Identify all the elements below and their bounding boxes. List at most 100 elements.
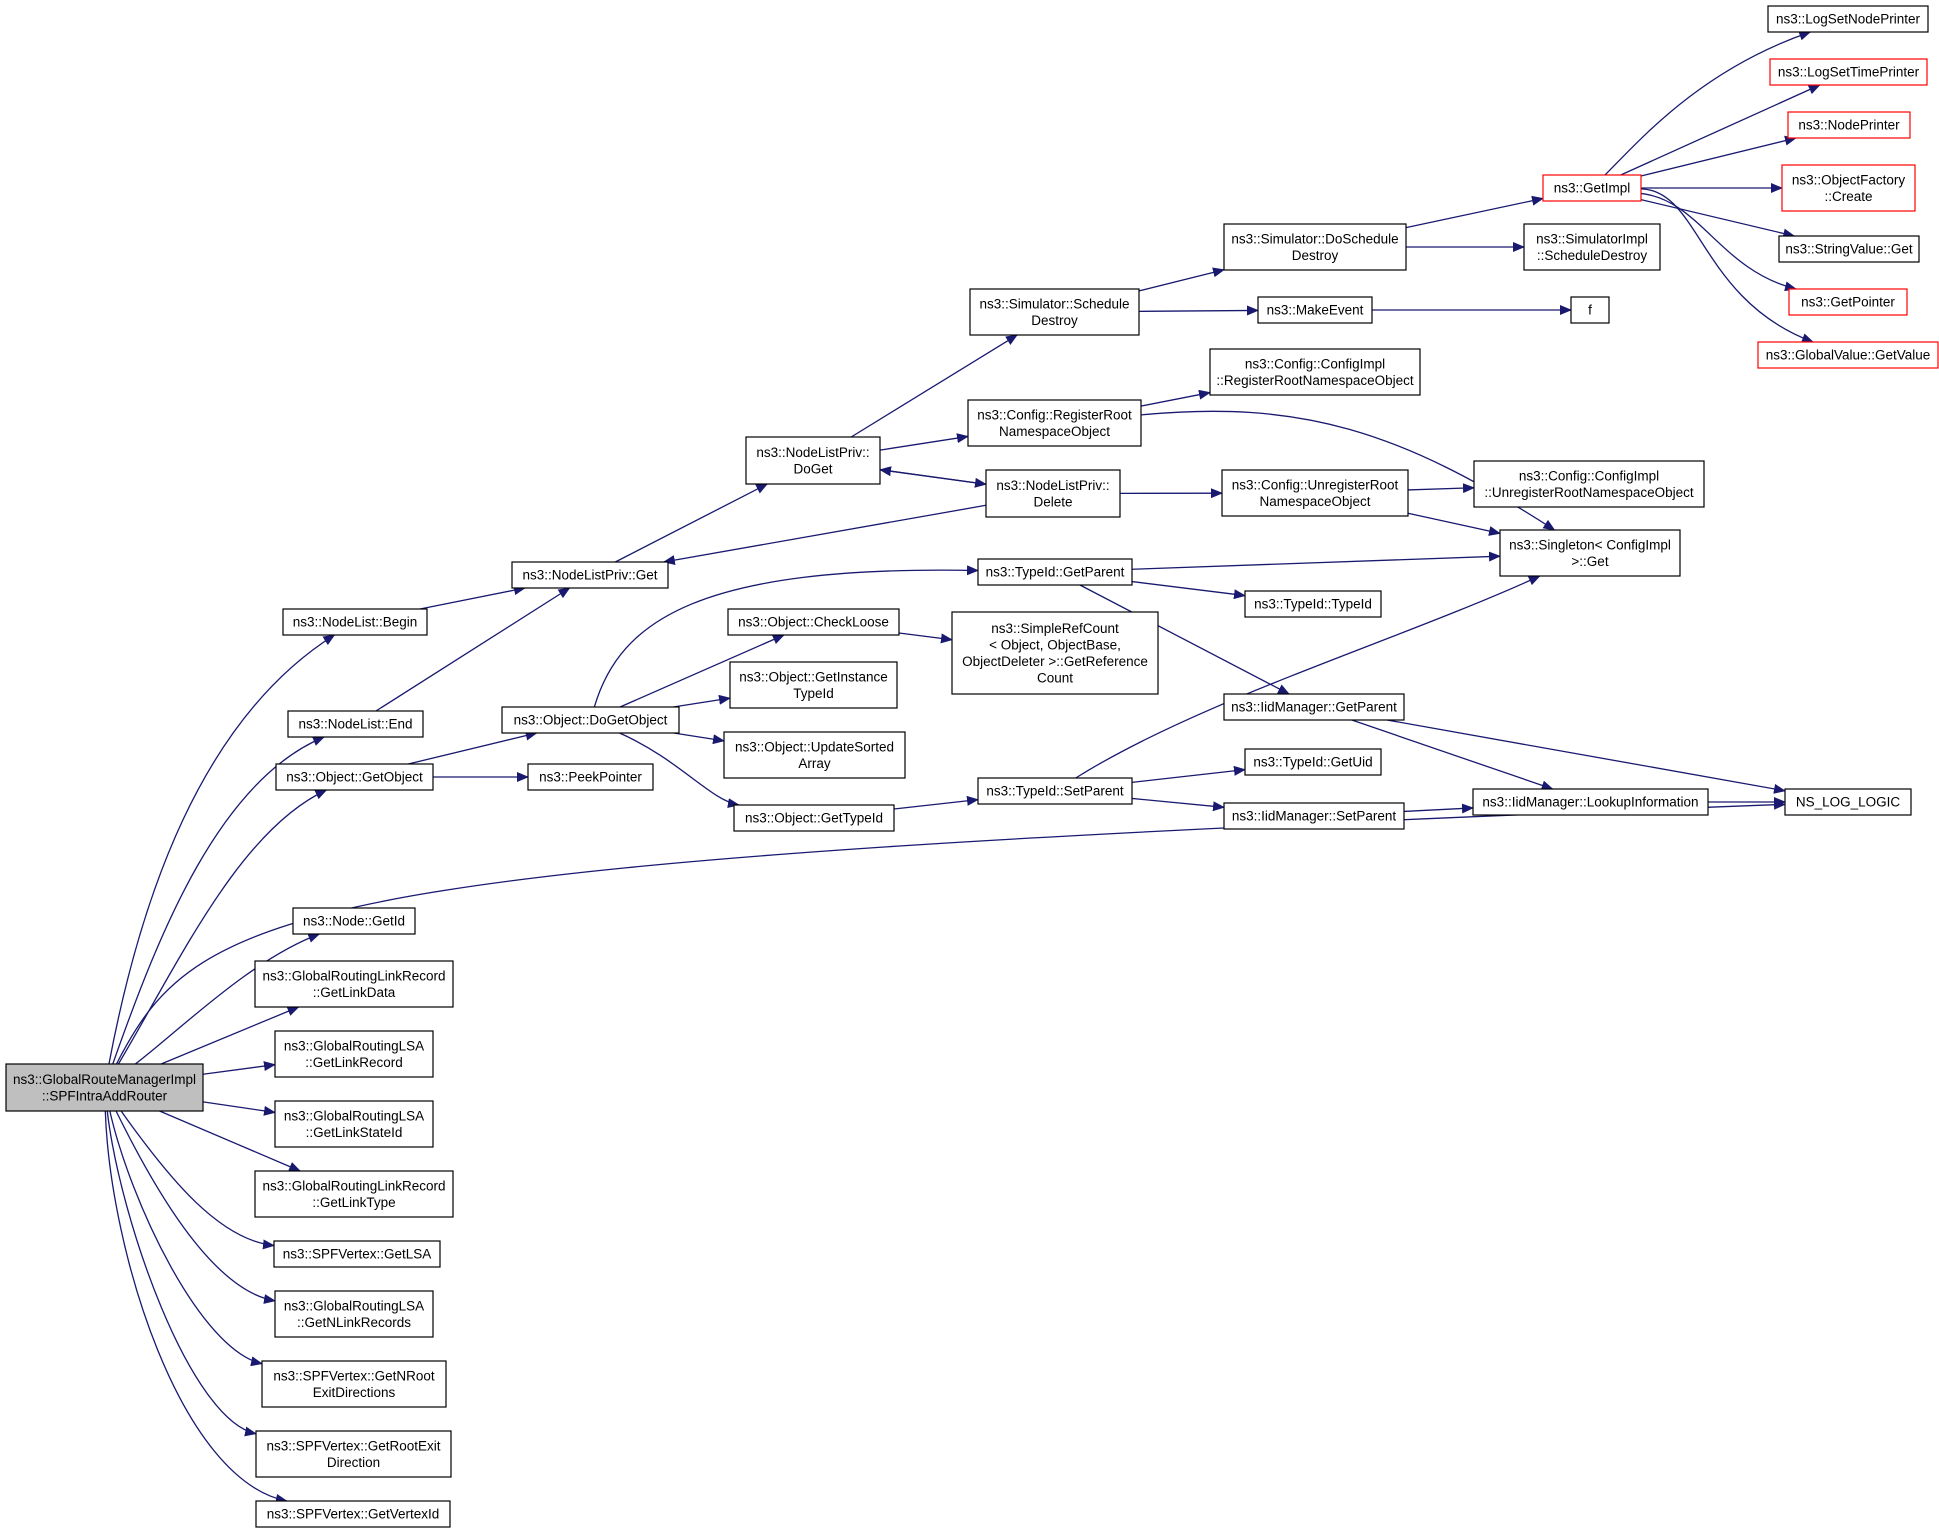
- node-getpointer[interactable]: ns3::GetPointer: [1788, 288, 1908, 316]
- node-iidmanager-setparent[interactable]: ns3::IidManager::SetParent: [1223, 802, 1405, 830]
- edge-iidmanager-getparent-to-iidmanager-lookup: [1351, 719, 1554, 791]
- node-box: [1223, 693, 1405, 721]
- node-node-getid[interactable]: ns3::Node::GetId: [292, 907, 416, 935]
- node-label: ns3::GlobalRoutingLSA: [284, 1038, 424, 1053]
- node-typeid-getuid[interactable]: ns3::TypeId::GetUid: [1244, 748, 1382, 776]
- node-grlsa-getlinkstateid[interactable]: ns3::GlobalRoutingLSA::GetLinkStateId: [274, 1100, 434, 1148]
- node-label: ns3::NodeListPriv::: [756, 445, 869, 460]
- edge-object-dogetobject-to-object-gettypeid: [619, 732, 740, 809]
- edge-root-to-grlr-getlinktype: [159, 1110, 302, 1172]
- edge-sim-scheduledestroy-to-sim-doscheduledestroy: [1138, 267, 1225, 292]
- node-grlr-getlinkdata[interactable]: ns3::GlobalRoutingLinkRecord::GetLinkDat…: [254, 960, 454, 1008]
- node-label: ns3::PeekPointer: [539, 770, 642, 785]
- node-nlp-doget[interactable]: ns3::NodeListPriv::DoGet: [745, 436, 881, 485]
- node-stringvalue-get[interactable]: ns3::StringValue::Get: [1778, 235, 1920, 263]
- node-label: ns3::Object::GetTypeId: [745, 811, 883, 826]
- node-label: ns3::GlobalValue::GetValue: [1766, 348, 1931, 363]
- node-peekpointer[interactable]: ns3::PeekPointer: [527, 763, 654, 791]
- node-box: [1781, 164, 1916, 212]
- node-logsettimeprinter[interactable]: ns3::LogSetTimePrinter: [1769, 58, 1928, 86]
- node-object-getobject[interactable]: ns3::Object::GetObject: [275, 763, 434, 791]
- node-typeid-getparent[interactable]: ns3::TypeId::GetParent: [977, 558, 1133, 586]
- node-label: ns3::Config::ConfigImpl: [1245, 356, 1385, 371]
- node-label: TypeId: [793, 686, 834, 701]
- node-spfv-getlsa[interactable]: ns3::SPFVertex::GetLSA: [273, 1240, 441, 1268]
- node-f[interactable]: f: [1570, 296, 1610, 324]
- node-label: Direction: [327, 1455, 380, 1470]
- node-box: [1769, 58, 1928, 86]
- node-object-gettypeid[interactable]: ns3::Object::GetTypeId: [733, 804, 895, 832]
- node-object-checkloose[interactable]: ns3::Object::CheckLoose: [727, 608, 900, 636]
- node-box: [1784, 788, 1912, 816]
- node-grlsa-getnlinkrecords[interactable]: ns3::GlobalRoutingLSA::GetNLinkRecords: [274, 1290, 434, 1338]
- edge-root-to-nodelist-end: [112, 736, 325, 1065]
- edge-root-to-grlsa-getnlinkrecords: [115, 1110, 276, 1304]
- node-label: ns3::TypeId::GetParent: [986, 565, 1125, 580]
- node-config-registerroot[interactable]: ns3::Config::RegisterRootNamespaceObject: [967, 399, 1142, 447]
- node-box: [977, 558, 1133, 586]
- node-root[interactable]: ns3::GlobalRouteManagerImpl::SPFIntraAdd…: [5, 1063, 204, 1112]
- node-globalvalue-getvalue[interactable]: ns3::GlobalValue::GetValue: [1757, 341, 1939, 369]
- node-configimpl-register[interactable]: ns3::Config::ConfigImpl::RegisterRootNam…: [1209, 348, 1421, 396]
- edge-object-dogetobject-to-object-checkloose: [619, 634, 785, 708]
- edge-root-to-ns-log-logic: [115, 799, 1786, 1065]
- node-nodelist-end[interactable]: ns3::NodeList::End: [287, 710, 424, 738]
- edge-typeid-setparent-to-singleton-get: [1075, 575, 1541, 779]
- node-object-dogetobject[interactable]: ns3::Object::DoGetObject: [501, 706, 680, 734]
- node-singleton-get[interactable]: ns3::Singleton< ConfigImpl>::Get: [1499, 529, 1681, 577]
- edge-getimpl-to-logsetnodeprinter: [1604, 30, 1812, 176]
- node-box: [527, 763, 654, 791]
- node-typeid-typeid[interactable]: ns3::TypeId::TypeId: [1244, 590, 1382, 618]
- node-box: [1570, 296, 1610, 324]
- node-typeid-setparent[interactable]: ns3::TypeId::SetParent: [977, 777, 1133, 805]
- edge-iidmanager-setparent-to-iidmanager-lookup: [1403, 803, 1474, 814]
- node-box: [287, 710, 424, 738]
- node-grlr-getlinktype[interactable]: ns3::GlobalRoutingLinkRecord::GetLinkTyp…: [254, 1170, 454, 1218]
- node-spfv-getvertexid[interactable]: ns3::SPFVertex::GetVertexId: [255, 1500, 451, 1528]
- node-nodelist-begin[interactable]: ns3::NodeList::Begin: [282, 608, 428, 636]
- node-simplerefcount[interactable]: ns3::SimpleRefCount< Object, ObjectBase,…: [951, 611, 1159, 695]
- node-label: ns3::Config::UnregisterRoot: [1232, 477, 1399, 492]
- edge-root-to-grlr-getlinkdata: [160, 1006, 300, 1065]
- node-grlsa-getlinkrecord[interactable]: ns3::GlobalRoutingLSA::GetLinkRecord: [274, 1030, 434, 1078]
- node-box: [254, 960, 454, 1008]
- edge-sim-scheduledestroy-to-makeevent: [1138, 305, 1259, 316]
- node-label: ns3::Object::GetInstance: [739, 669, 888, 684]
- node-iidmanager-getparent[interactable]: ns3::IidManager::GetParent: [1223, 693, 1405, 721]
- node-label: ::SPFIntraAddRouter: [42, 1088, 168, 1103]
- edge-getimpl-to-logsettimeprinter: [1620, 84, 1821, 176]
- edge-nlp-doget-to-config-registerroot: [879, 433, 969, 451]
- node-makeevent[interactable]: ns3::MakeEvent: [1257, 296, 1373, 324]
- edge-object-gettypeid-to-typeid-setparent: [893, 795, 979, 810]
- node-configimpl-unregister[interactable]: ns3::Config::ConfigImpl::UnregisterRootN…: [1473, 460, 1705, 508]
- node-nlp-delete[interactable]: ns3::NodeListPriv::Delete: [985, 469, 1121, 518]
- node-simimpl-scheduledestroy[interactable]: ns3::SimulatorImpl::ScheduleDestroy: [1523, 223, 1661, 271]
- node-box: [1788, 288, 1908, 316]
- node-nlp-get[interactable]: ns3::NodeListPriv::Get: [511, 561, 669, 589]
- node-ns-log-logic[interactable]: NS_LOG_LOGIC: [1784, 788, 1912, 816]
- node-box: [967, 399, 1142, 447]
- node-getimpl[interactable]: ns3::GetImpl: [1542, 174, 1642, 202]
- node-objectfactory-create[interactable]: ns3::ObjectFactory::Create: [1781, 164, 1916, 212]
- node-logsetnodeprinter[interactable]: ns3::LogSetNodePrinter: [1767, 5, 1929, 33]
- node-config-unregisterroot[interactable]: ns3::Config::UnregisterRootNamespaceObje…: [1221, 469, 1409, 517]
- node-label: ns3::GetImpl: [1554, 181, 1631, 196]
- node-box: [1209, 348, 1421, 396]
- node-iidmanager-lookup[interactable]: ns3::IidManager::LookupInformation: [1472, 788, 1709, 816]
- node-label: ns3::SPFVertex::GetLSA: [283, 1247, 432, 1262]
- node-label: >::Get: [1571, 554, 1608, 569]
- node-label: ns3::Singleton< ConfigImpl: [1509, 537, 1671, 552]
- edge-config-unregisterroot-to-configimpl-unregister: [1407, 483, 1475, 494]
- node-sim-scheduledestroy[interactable]: ns3::Simulator::ScheduleDestroy: [969, 288, 1140, 336]
- node-box: [1221, 469, 1409, 517]
- node-box: [729, 661, 898, 709]
- node-label: ns3::SimpleRefCount: [991, 621, 1119, 636]
- node-label: ::Create: [1824, 189, 1872, 204]
- node-box: [273, 1240, 441, 1268]
- node-nodeprinter[interactable]: ns3::NodePrinter: [1787, 111, 1911, 139]
